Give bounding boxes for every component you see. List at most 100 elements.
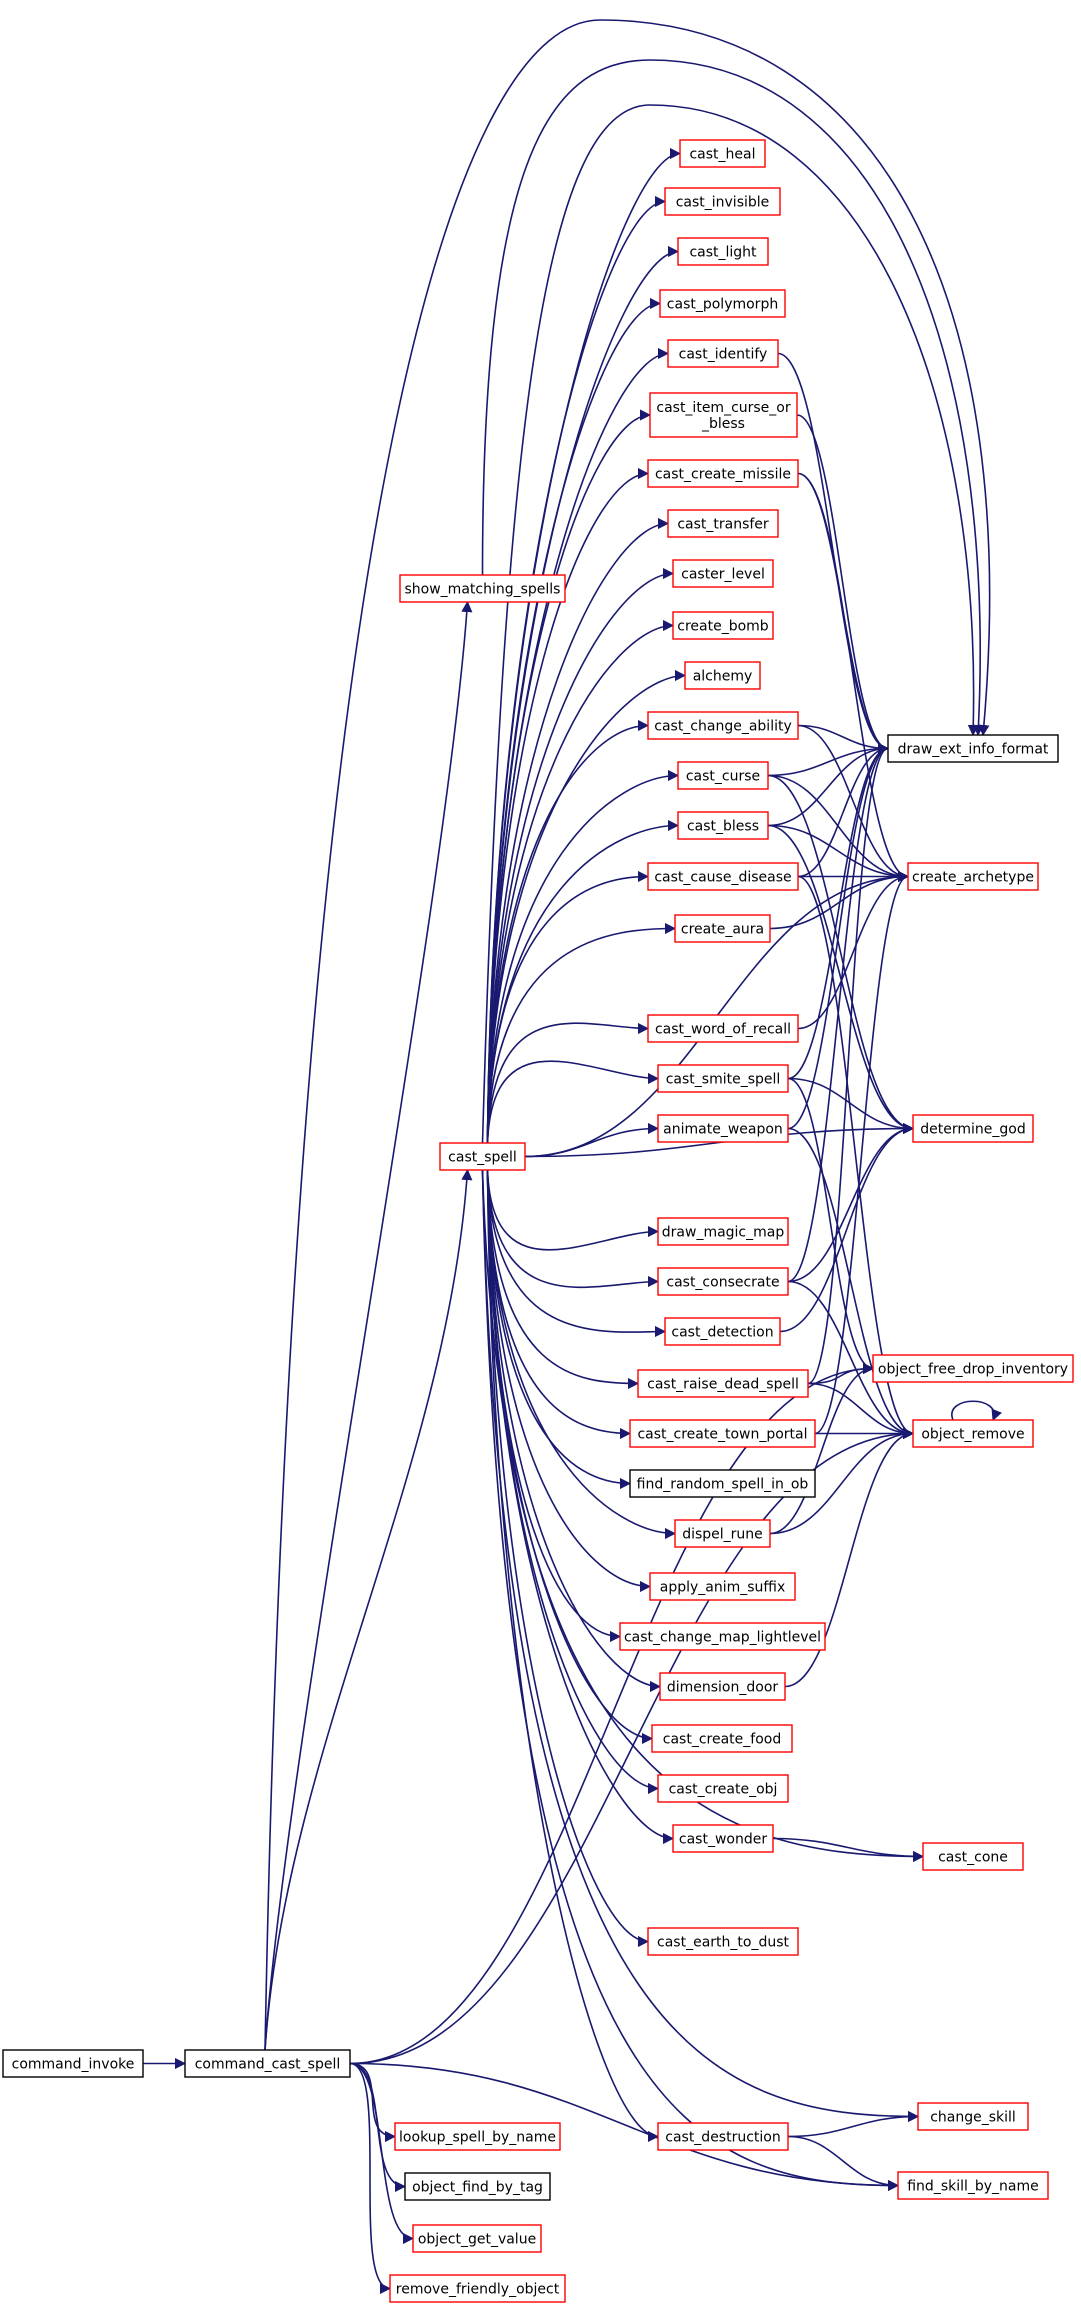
node-box[interactable] — [651, 1724, 793, 1753]
node-box[interactable] — [887, 734, 1059, 763]
node-cast-spell[interactable]: cast_spell — [439, 1142, 526, 1171]
node-box[interactable] — [664, 1317, 781, 1346]
node-alchemy[interactable]: alchemy — [684, 661, 761, 690]
node-cast-word-of-recall[interactable]: cast_word_of_recall — [647, 1014, 799, 1043]
node-cast-consecrate[interactable]: cast_consecrate — [657, 1267, 789, 1296]
node-box[interactable] — [674, 1519, 771, 1548]
node-box[interactable] — [922, 1842, 1024, 1871]
node-box[interactable] — [672, 611, 774, 640]
node-cast-create-food[interactable]: cast_create_food — [651, 1724, 793, 1753]
node-box[interactable] — [647, 862, 799, 891]
node-cast-detection[interactable]: cast_detection — [664, 1317, 781, 1346]
node-object-remove[interactable]: object_remove — [912, 1419, 1034, 1448]
node-box[interactable] — [872, 1354, 1074, 1383]
node-show-matching-spells[interactable]: show_matching_spells — [399, 574, 566, 603]
node-box[interactable] — [672, 1824, 774, 1853]
node-object-find-by-tag[interactable]: object_find_by_tag — [404, 2172, 551, 2201]
node-box[interactable] — [897, 2171, 1049, 2200]
node-box[interactable] — [657, 1217, 789, 1246]
node-create-bomb[interactable]: create_bomb — [672, 611, 774, 640]
node-box[interactable] — [657, 2122, 789, 2151]
node-cast-create-town-portal[interactable]: cast_create_town_portal — [629, 1419, 816, 1448]
node-object-get-value[interactable]: object_get_value — [412, 2224, 542, 2253]
node-box[interactable] — [657, 1774, 789, 1803]
node-change-skill[interactable]: change_skill — [917, 2102, 1029, 2131]
node-create-archetype[interactable]: create_archetype — [907, 862, 1039, 891]
node-cast-curse[interactable]: cast_curse — [677, 761, 769, 790]
node-box[interactable] — [679, 139, 766, 168]
node-box[interactable] — [629, 1419, 816, 1448]
node-box[interactable] — [674, 914, 771, 943]
node-box[interactable] — [667, 509, 779, 538]
node-cast-identify[interactable]: cast_identify — [667, 339, 779, 368]
node-box[interactable] — [657, 1064, 789, 1093]
node-box[interactable] — [439, 1142, 526, 1171]
node-box[interactable] — [912, 1114, 1034, 1143]
node-box[interactable] — [399, 574, 566, 603]
node-find-skill-by-name[interactable]: find_skill_by_name — [897, 2171, 1049, 2200]
node-cast-item-curse-or-bless[interactable]: cast_item_curse_or_bless — [649, 392, 798, 438]
node-box[interactable] — [619, 1622, 826, 1651]
node-box[interactable] — [677, 761, 769, 790]
node-cast-raise-dead-spell[interactable]: cast_raise_dead_spell — [637, 1369, 809, 1398]
node-find-random-spell-in-ob[interactable]: find_random_spell_in_ob — [629, 1469, 816, 1498]
node-cast-transfer[interactable]: cast_transfer — [667, 509, 779, 538]
node-box[interactable] — [389, 2274, 566, 2303]
node-cast-change-ability[interactable]: cast_change_ability — [647, 711, 799, 740]
node-cast-polymorph[interactable]: cast_polymorph — [659, 289, 786, 318]
node-box[interactable] — [672, 559, 774, 588]
node-box[interactable] — [394, 2122, 561, 2151]
node-box[interactable] — [647, 711, 799, 740]
node-cast-smite-spell[interactable]: cast_smite_spell — [657, 1064, 789, 1093]
node-box[interactable] — [649, 1572, 796, 1601]
node-command-cast-spell[interactable]: command_cast_spell — [184, 2049, 351, 2078]
node-command-invoke[interactable]: command_invoke — [2, 2049, 144, 2078]
node-box[interactable] — [659, 1672, 786, 1701]
node-determine-god[interactable]: determine_god — [912, 1114, 1034, 1143]
node-box[interactable] — [647, 1927, 799, 1956]
node-caster-level[interactable]: caster_level — [672, 559, 774, 588]
node-cast-cause-disease[interactable]: cast_cause_disease — [647, 862, 799, 891]
node-box[interactable] — [667, 339, 779, 368]
node-cast-create-missile[interactable]: cast_create_missile — [647, 459, 799, 488]
node-dimension-door[interactable]: dimension_door — [659, 1672, 786, 1701]
node-cast-invisible[interactable]: cast_invisible — [664, 187, 781, 216]
node-box[interactable] — [659, 289, 786, 318]
node-cast-earth-to-dust[interactable]: cast_earth_to_dust — [647, 1927, 799, 1956]
node-draw-ext-info-format[interactable]: draw_ext_info_format — [887, 734, 1059, 763]
node-object-free-drop-inventory[interactable]: object_free_drop_inventory — [872, 1354, 1074, 1383]
node-cast-create-obj[interactable]: cast_create_obj — [657, 1774, 789, 1803]
node-box[interactable] — [907, 862, 1039, 891]
node-box[interactable] — [412, 2224, 542, 2253]
node-cast-bless[interactable]: cast_bless — [677, 811, 769, 840]
node-box[interactable] — [917, 2102, 1029, 2131]
node-draw-magic-map[interactable]: draw_magic_map — [657, 1217, 789, 1246]
node-box[interactable] — [184, 2049, 351, 2078]
node-box[interactable] — [404, 2172, 551, 2201]
node-remove-friendly-object[interactable]: remove_friendly_object — [389, 2274, 566, 2303]
node-animate-weapon[interactable]: animate_weapon — [657, 1114, 789, 1143]
node-cast-light[interactable]: cast_light — [677, 237, 769, 266]
node-box[interactable] — [637, 1369, 809, 1398]
node-cast-change-map-lightlevel[interactable]: cast_change_map_lightlevel — [619, 1622, 826, 1651]
node-cast-wonder[interactable]: cast_wonder — [672, 1824, 774, 1853]
node-box[interactable] — [629, 1469, 816, 1498]
node-cast-cone[interactable]: cast_cone — [922, 1842, 1024, 1871]
node-box[interactable] — [649, 392, 798, 438]
node-dispel-rune[interactable]: dispel_rune — [674, 1519, 771, 1548]
node-box[interactable] — [657, 1267, 789, 1296]
node-box[interactable] — [677, 811, 769, 840]
node-box[interactable] — [912, 1419, 1034, 1448]
node-apply-anim-suffix[interactable]: apply_anim_suffix — [649, 1572, 796, 1601]
node-box[interactable] — [684, 661, 761, 690]
node-box[interactable] — [2, 2049, 144, 2078]
node-cast-heal[interactable]: cast_heal — [679, 139, 766, 168]
node-box[interactable] — [657, 1114, 789, 1143]
node-box[interactable] — [677, 237, 769, 266]
node-lookup-spell-by-name[interactable]: lookup_spell_by_name — [394, 2122, 561, 2151]
node-cast-destruction[interactable]: cast_destruction — [657, 2122, 789, 2151]
node-create-aura[interactable]: create_aura — [674, 914, 771, 943]
node-box[interactable] — [647, 459, 799, 488]
node-box[interactable] — [664, 187, 781, 216]
node-box[interactable] — [647, 1014, 799, 1043]
